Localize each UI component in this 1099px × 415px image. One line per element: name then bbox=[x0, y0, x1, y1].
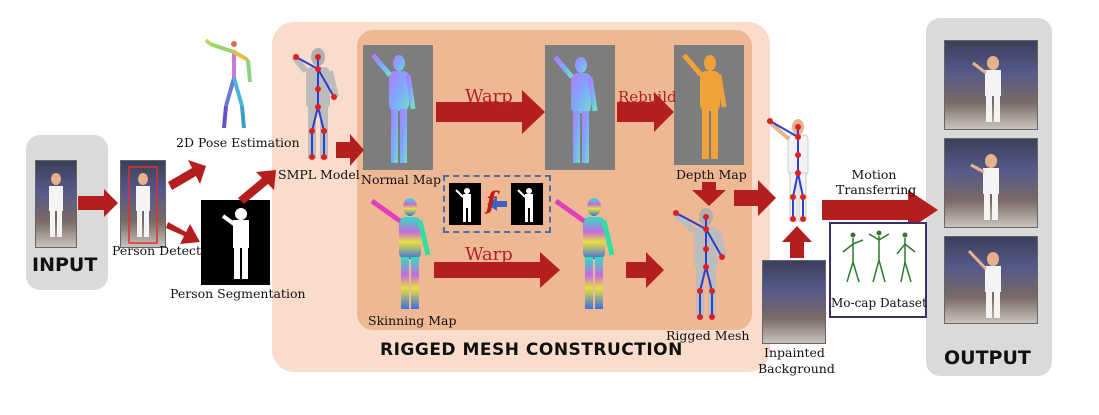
arrow-background-up bbox=[782, 226, 812, 258]
function-f-box bbox=[443, 175, 551, 233]
rigged-mesh-figure bbox=[671, 208, 727, 320]
normal-map-label: Normal Map bbox=[361, 172, 441, 187]
skinning-map-label: Skinning Map bbox=[368, 313, 457, 328]
arrow-detection-to-pose bbox=[168, 160, 206, 190]
detection-bounding-box bbox=[128, 166, 158, 244]
arrow-skin-to-rigged bbox=[626, 252, 664, 288]
warped-normal-map-image bbox=[545, 45, 615, 170]
person-detection-label: Person Detection bbox=[112, 243, 221, 258]
motion-transferring-line1: Motion bbox=[851, 167, 897, 182]
skinning-map-figure bbox=[370, 198, 431, 309]
arrow-input-to-detection bbox=[78, 189, 118, 217]
rebuild-label: Rebuild bbox=[618, 88, 677, 106]
pose-2d-skeleton bbox=[204, 38, 252, 129]
smpl-model-figure bbox=[291, 48, 339, 160]
mocap-skeletons bbox=[842, 230, 916, 283]
warp-top-label: Warp bbox=[465, 86, 513, 107]
person-segmentation-label: Person Segmentation bbox=[170, 286, 306, 301]
depth-map-image bbox=[674, 45, 744, 165]
warp-bottom-label: Warp bbox=[465, 244, 513, 265]
arrow-smpl-to-normal bbox=[336, 134, 364, 166]
function-f-symbol: f bbox=[486, 186, 497, 215]
rigged-mesh-construction-title: RIGGED MESH CONSTRUCTION bbox=[380, 340, 683, 360]
smpl-model-label: SMPL Model bbox=[278, 167, 360, 182]
arrow-detection-to-segmentation bbox=[166, 222, 200, 244]
inpainted-background-label-line1: Inpainted bbox=[764, 345, 825, 360]
output-label: OUTPUT bbox=[944, 347, 1031, 369]
arrow-segmentation-to-smpl bbox=[238, 170, 276, 204]
inpainted-background-label-line2: Background bbox=[758, 361, 835, 376]
motion-transferring-line2: Transferring bbox=[836, 182, 917, 197]
arrow-transfer-to-output bbox=[822, 190, 938, 230]
arrow-rebuild bbox=[617, 92, 674, 132]
warped-skinning-figure bbox=[554, 198, 615, 309]
pose-2d-label: 2D Pose Estimation bbox=[176, 135, 300, 150]
input-label: INPUT bbox=[32, 254, 98, 276]
normal-map-image bbox=[363, 45, 433, 170]
arrow-warp-bottom bbox=[434, 252, 560, 288]
mocap-dataset-label: Mo-cap Dataset bbox=[831, 296, 927, 310]
person-segmentation-mask bbox=[201, 200, 270, 285]
rigged-mesh-label: Rigged Mesh bbox=[666, 328, 750, 343]
transferred-character-figure bbox=[766, 118, 809, 222]
arrow-warp-top bbox=[436, 90, 545, 134]
input-photo bbox=[35, 160, 77, 248]
arrow-rigged-to-transfer bbox=[734, 180, 776, 216]
mocap-dataset-box: Mo-cap Dataset bbox=[829, 222, 927, 318]
output-frame-2 bbox=[944, 138, 1038, 228]
detection-player-figure bbox=[128, 166, 158, 244]
person-detection-photo bbox=[120, 160, 166, 248]
depth-map-label: Depth Map bbox=[676, 167, 747, 182]
output-frame-1 bbox=[944, 40, 1038, 130]
inpainted-background-photo bbox=[762, 260, 826, 344]
output-frame-3 bbox=[944, 236, 1038, 324]
arrow-depth-to-rigged bbox=[692, 182, 726, 206]
input-player-figure bbox=[49, 173, 63, 237]
